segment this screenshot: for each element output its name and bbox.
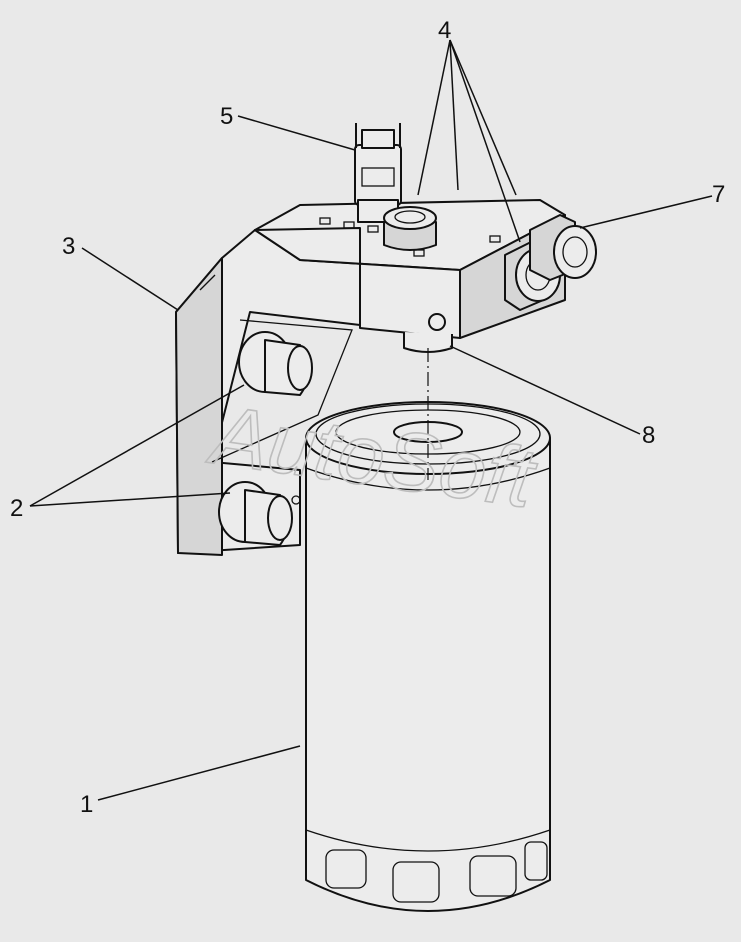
callout-8: 8 (642, 422, 655, 449)
mounting-bracket (175, 227, 361, 556)
bolts (218, 331, 313, 546)
callout-1: 1 (80, 791, 93, 818)
callout-3: 3 (62, 233, 75, 260)
sensor (354, 123, 402, 223)
callout-2: 2 (10, 495, 23, 522)
top-fitting (383, 206, 437, 251)
leader-lines (29, 39, 713, 801)
side-fittings (504, 214, 597, 311)
callout-7: 7 (712, 181, 725, 208)
callout-5: 5 (220, 103, 233, 130)
callout-4: 4 (438, 17, 451, 44)
head-plug (428, 313, 446, 331)
